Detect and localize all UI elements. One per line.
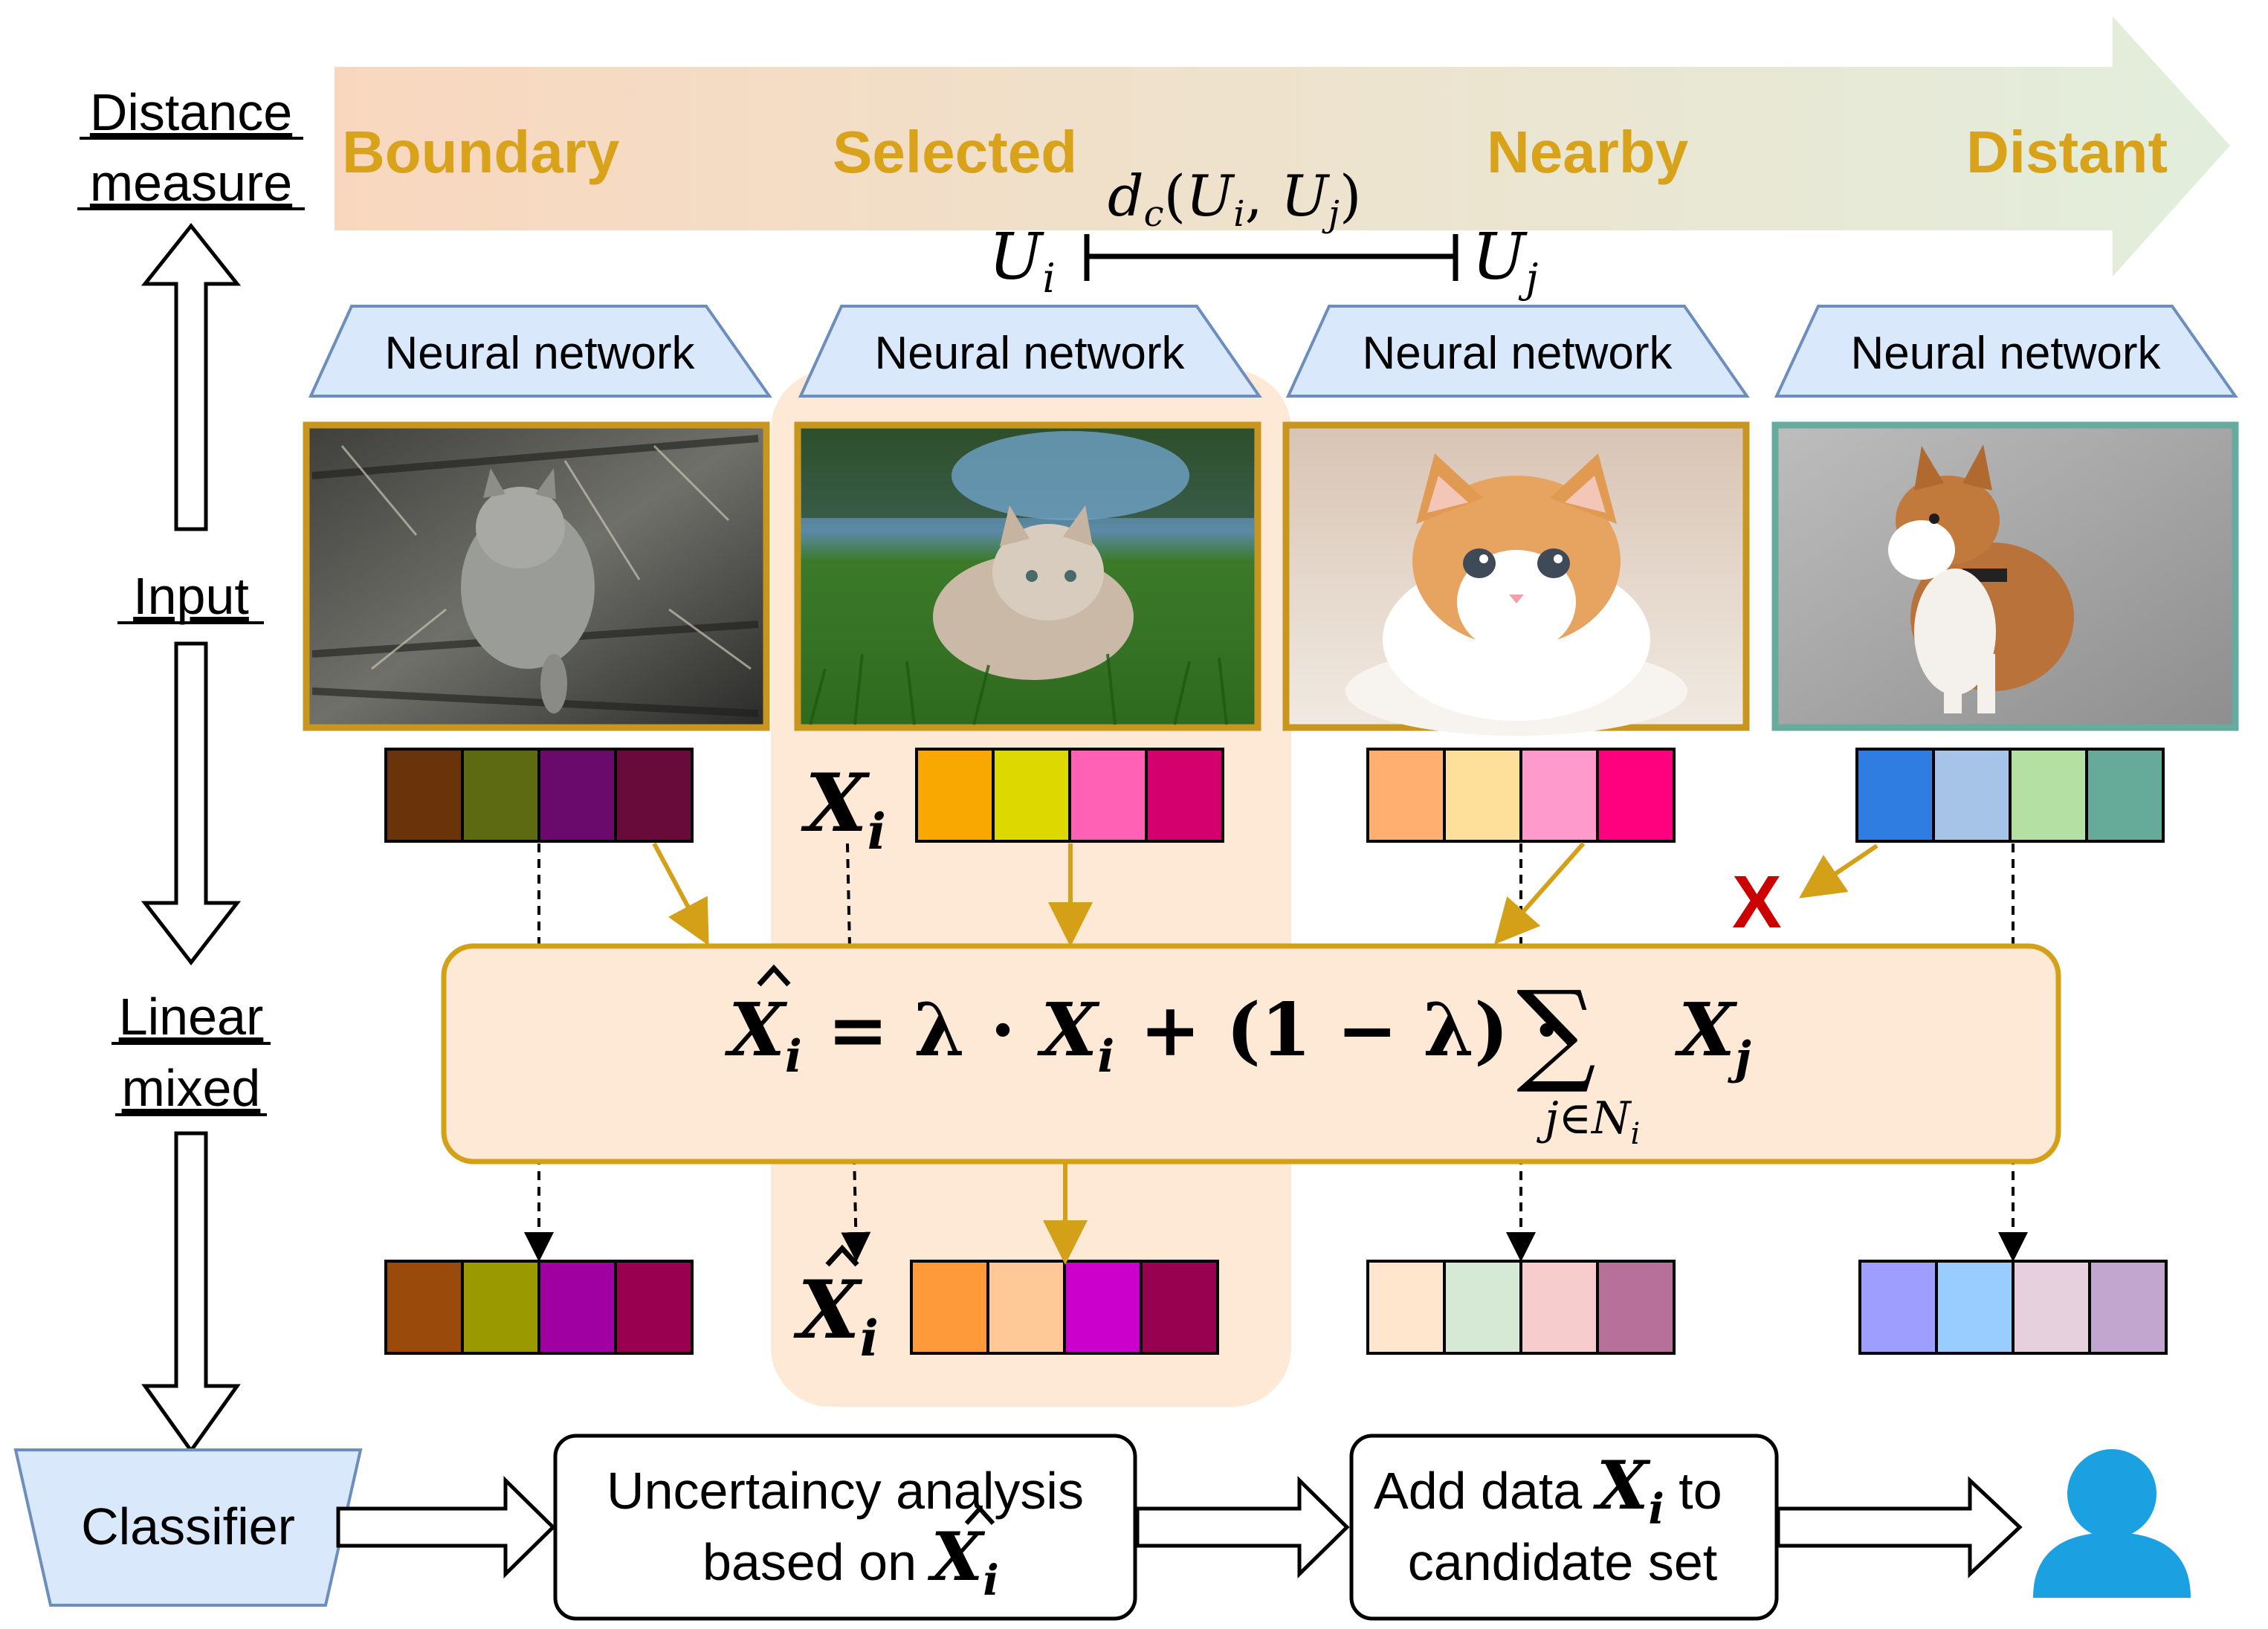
arrow-classifier-to-uncertainty: [336, 1476, 556, 1578]
mixing-formula-box: [441, 943, 2061, 1165]
mixed-feature-cell: [986, 1260, 1066, 1355]
down-arrow-input-to-mixed: [140, 641, 242, 966]
ui-label: Ui: [989, 220, 1056, 302]
left-label-underlines: [77, 137, 305, 1116]
label-linear-line2: mixed: [122, 1059, 261, 1117]
add-to-candidate-box: Add data Xi to candidate set: [1349, 1434, 1779, 1621]
label-selected: Selected: [833, 119, 1077, 185]
feature-cell: [1443, 748, 1522, 843]
label-linear-line1: Linear: [119, 988, 264, 1046]
mixed-feature-cell: [1519, 1260, 1599, 1355]
arrow-uncertainty-to-add: [1135, 1476, 1350, 1578]
mixed-feature-cell: [1596, 1260, 1676, 1355]
mixed-feature-cell: [614, 1260, 694, 1355]
classifier-block: Classifier: [13, 1448, 363, 1607]
mixed-feature-cell: [1366, 1260, 1446, 1355]
input-image-kitten-on-grass: [794, 421, 1261, 731]
down-arrow-mixed-to-classifier: [141, 1131, 241, 1454]
svg-text:j∈Ni: j∈Ni: [1537, 1092, 1640, 1151]
svg-text:dc(Ui, Uj): dc(Ui, Uj): [1108, 163, 1362, 235]
svg-text:Neural network: Neural network: [875, 328, 1186, 379]
label-input: Input: [133, 567, 249, 625]
uncertainty-analysis-box: Uncertaincy analysis based on Xi: [553, 1434, 1137, 1621]
distance-notation: dc(Ui, Uj) Ui Uj: [989, 163, 1538, 302]
mixed-features-col1: [384, 1260, 694, 1355]
label-distant: Distant: [1966, 119, 2168, 185]
xi-label: Xi: [801, 757, 886, 861]
svg-text:Neural network: Neural network: [1851, 328, 2162, 379]
label-distance-line2: measure: [90, 154, 292, 212]
svg-text:Xi = λ · Xi + (1 − λ) ·: Xi = λ · Xi + (1 − λ) ·: [724, 988, 1560, 1083]
feature-cell: [2085, 748, 2165, 843]
dc-symbol: d: [1108, 163, 1144, 229]
neural-network-1: Neural network: [308, 305, 772, 398]
mixed-feature-cell: [2012, 1260, 2091, 1355]
rejected-arrow-col4: [1799, 843, 1878, 898]
features-col4: [1855, 748, 2165, 843]
feature-cell: [384, 748, 464, 843]
mix-arrow-col3: [1494, 842, 1586, 945]
mixed-feature-cell: [461, 1260, 540, 1355]
svg-text:Xi: Xi: [793, 1263, 879, 1367]
label-boundary: Boundary: [342, 119, 620, 185]
mixed-features-col3: [1366, 1260, 1676, 1355]
feature-cell: [2009, 748, 2088, 843]
svg-text:Uncertaincy analysis: Uncertaincy analysis: [607, 1462, 1084, 1520]
mixed-feature-cell: [1443, 1260, 1522, 1355]
svg-text:candidate set: candidate set: [1408, 1533, 1717, 1591]
neural-network-3: Neural network: [1285, 305, 1750, 398]
sum-symbol: ∑: [1516, 968, 1596, 1097]
mixed-features-col2: [910, 1260, 1219, 1355]
mixed-features-col4: [1858, 1260, 2168, 1355]
mixed-feature-cell: [1858, 1260, 1938, 1355]
svg-text:Neural network: Neural network: [1363, 328, 1673, 379]
neural-network-2: Neural network: [798, 305, 1262, 398]
input-image-tabby-kitten: [303, 421, 770, 731]
xhat-label: Xi: [793, 1244, 879, 1367]
mixed-feature-cell: [2088, 1260, 2168, 1355]
distance-axis-arrow: [335, 16, 2230, 276]
feature-cell: [1519, 748, 1599, 843]
feature-cell: [992, 748, 1071, 843]
up-arrow-hollow: [140, 222, 242, 531]
uj-label: Uj: [1472, 220, 1538, 302]
user-icon: [2033, 1449, 2191, 1598]
svg-text:Add data Xi to: Add data Xi to: [1374, 1446, 1722, 1534]
mixed-feature-cell: [384, 1260, 464, 1355]
mixing-formula: Xi = λ · Xi + (1 − λ) · ∑ j∈Ni Xj: [724, 964, 1751, 1151]
mixed-feature-cell: [1063, 1260, 1143, 1355]
input-image-orange-kitten: [1282, 421, 1750, 736]
label-distance-line1: Distance: [90, 83, 292, 141]
feature-cell: [1855, 748, 1935, 843]
mixed-feature-cell: [910, 1260, 989, 1355]
feature-cell: [1068, 748, 1148, 843]
feature-cell: [1596, 748, 1676, 843]
svg-text:Neural network: Neural network: [385, 328, 696, 379]
svg-text:Xj: Xj: [1674, 988, 1751, 1084]
feature-cell: [537, 748, 617, 843]
feature-cell: [461, 748, 540, 843]
feature-cell: [1366, 748, 1446, 843]
features-col3: [1366, 748, 1676, 843]
feature-cell: [915, 748, 995, 843]
features-col1: [384, 748, 694, 843]
reject-mark: X: [1732, 861, 1782, 944]
arrow-add-to-user: [1776, 1476, 2023, 1578]
mix-arrow-col1: [652, 842, 709, 946]
features-col2: [915, 748, 1224, 843]
svg-text:Classifier: Classifier: [81, 1497, 295, 1555]
svg-text:based on Xi: based on Xi: [702, 1518, 999, 1605]
feature-cell: [1932, 748, 2012, 843]
mixed-feature-cell: [1935, 1260, 2015, 1355]
feature-cell: [1145, 748, 1224, 843]
input-image-corgi-puppy: [1771, 421, 2239, 731]
label-nearby: Nearby: [1487, 119, 1689, 185]
mixed-feature-cell: [537, 1260, 617, 1355]
feature-cell: [614, 748, 694, 843]
neural-network-4: Neural network: [1774, 305, 2238, 398]
mixed-feature-cell: [1140, 1260, 1219, 1355]
